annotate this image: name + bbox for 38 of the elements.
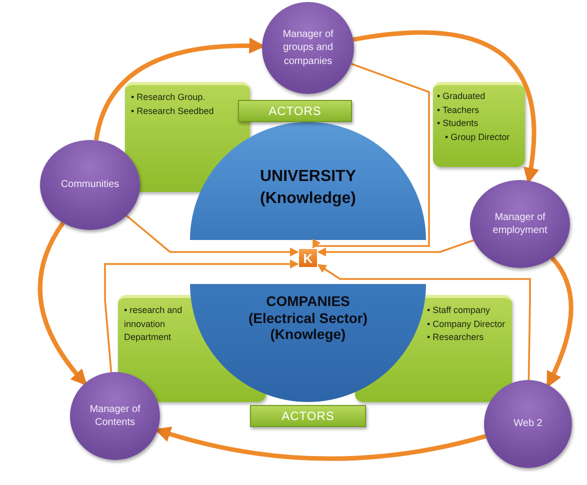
- arrow: [154, 426, 486, 461]
- bullet-item: • Research Group.: [131, 91, 206, 104]
- bullet-item: • Researchers: [427, 331, 485, 344]
- circle-label: Manager of employment: [492, 210, 548, 238]
- knowledge-letter: K: [303, 250, 313, 266]
- arrow: [312, 62, 430, 249]
- actor-circle: [484, 380, 572, 468]
- bar-label: ACTORS: [268, 104, 322, 118]
- actor-circle: [70, 372, 160, 460]
- arrow: [104, 260, 299, 372]
- circle-label: Manager of Contents: [88, 402, 142, 430]
- arrow: [546, 256, 574, 388]
- circle-label: Communities: [60, 178, 120, 192]
- bullet-item: • Teachers: [437, 104, 480, 116]
- knowledge-box: [298, 248, 318, 268]
- bullet-item: • Staff company: [427, 304, 492, 317]
- actors-bar: [238, 100, 352, 122]
- bullet-item: • Company Director: [427, 318, 506, 331]
- bullet-item: • research and innovation Department: [124, 304, 184, 344]
- arrow: [317, 239, 474, 256]
- bullet-item: • Graduated: [437, 90, 486, 103]
- arrow: [38, 222, 87, 386]
- actor-panel: [433, 82, 525, 167]
- heading-text: (Electrical Sector): [248, 310, 368, 326]
- bullet-item: • Students: [437, 117, 480, 130]
- actors-bar: [250, 405, 366, 427]
- bullet-item: • Research Seedbed: [131, 104, 215, 118]
- arrow: [317, 264, 531, 380]
- heading-text: (Knowlege): [270, 326, 346, 343]
- bar-label: ACTORS: [282, 409, 334, 423]
- arrow: [126, 214, 299, 256]
- bullet-item: • Group Director: [445, 130, 511, 144]
- arrow: [352, 30, 539, 184]
- heading-text: (Knowledge): [260, 189, 356, 210]
- heading-text: COMPANIES: [266, 293, 350, 310]
- circle-label: Manager of groups and companies: [282, 28, 334, 68]
- heading-text: UNIVERSITY: [260, 167, 356, 187]
- circle-label: Web 2: [514, 417, 542, 431]
